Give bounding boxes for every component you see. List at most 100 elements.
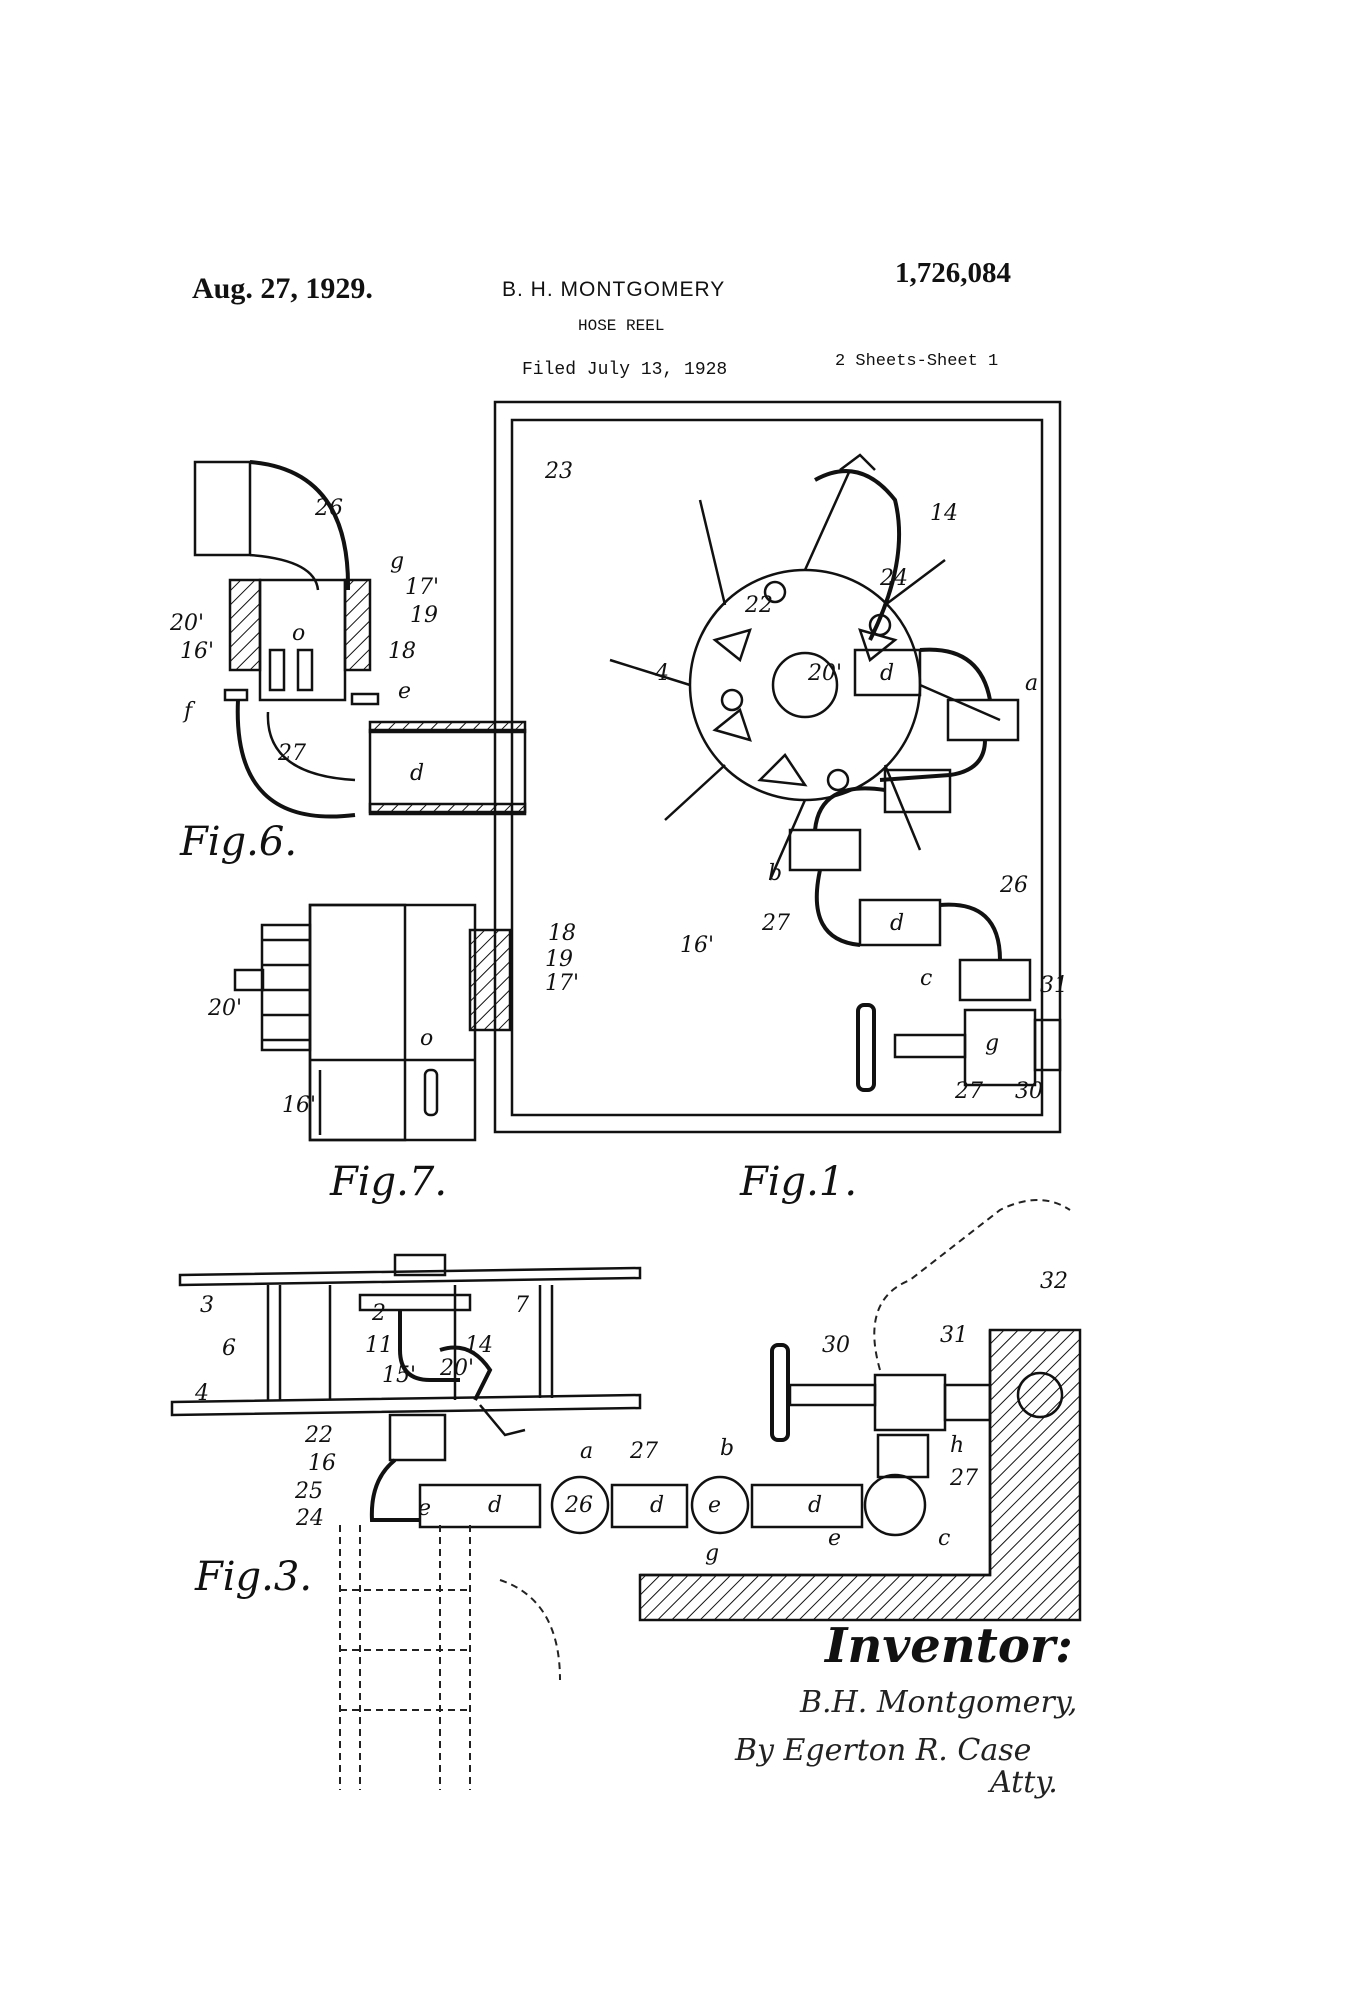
fig1-caption: Fig.1.	[739, 1159, 857, 1205]
fig6-pipe-wall-top	[368, 720, 527, 734]
fig1-label: 27	[954, 1079, 983, 1104]
fig1-label: 20'	[807, 661, 842, 686]
figure-6: 26 g 17' 20' 19 16' 18 o e f 27 d Fig.6.	[169, 460, 527, 865]
fig3-label: e	[828, 1526, 841, 1551]
fig1-label: b	[768, 861, 782, 886]
fig3-label: 4	[194, 1381, 209, 1406]
fig3-label: h	[950, 1433, 964, 1458]
fig3-label: 22	[304, 1423, 333, 1448]
signature-by-line: By Egerton R. Case	[734, 1733, 1031, 1768]
fig1-label: d	[880, 661, 894, 686]
fig3-pipe-31	[943, 1383, 992, 1422]
fig6-pipe-d	[368, 728, 527, 814]
fig6-port-o-2	[296, 648, 314, 692]
fig1-coupling-a	[946, 698, 1020, 742]
fig1-pipe-d-upper	[853, 648, 922, 697]
fig3-label: 2	[371, 1301, 386, 1326]
patent-number: 1,726,084	[895, 257, 1011, 289]
fig3-label: 31	[940, 1323, 968, 1348]
fig1-labels: 23 14 24 22 20' d a 4 b 16' 27 d 26 c 31…	[544, 459, 1068, 1104]
fig7-threads	[310, 1058, 475, 1135]
fig3-label: 30	[822, 1333, 850, 1358]
fig3-label: 11	[365, 1333, 393, 1358]
fig3-joint-b	[690, 1475, 750, 1535]
fig3-reel-flange-bottom-4	[170, 1393, 642, 1417]
figure-1: 23 14 24 22 20' d a 4 b 16' 27 d 26 c 31…	[493, 400, 1068, 1205]
fig3-label: e	[708, 1493, 721, 1518]
fig1-cabinet-outer	[493, 400, 1062, 1134]
fig1-cabinet-inner	[510, 418, 1044, 1117]
fig6-elbow-26-inner	[249, 553, 320, 591]
fig6-label: e	[398, 679, 411, 704]
fig3-nut-22	[388, 1413, 447, 1462]
fig6-label: 26	[314, 496, 343, 521]
fig6-set-screw-e	[350, 692, 380, 706]
fig1-label: g	[985, 1031, 999, 1056]
fig3-valve-30	[873, 1373, 947, 1432]
fig3-swivel-11	[398, 1310, 460, 1382]
fig1-label: 4	[654, 661, 669, 686]
fig6-label: 16'	[180, 639, 214, 664]
fig3-dashed-stand	[339, 1525, 561, 1790]
fig3-pipe-d-2	[610, 1483, 689, 1529]
fig3-label: b	[720, 1436, 734, 1461]
fig1-valve-handwheel	[856, 1003, 876, 1092]
fig3-label: g	[705, 1541, 719, 1566]
fig1-coupling-b	[788, 828, 862, 872]
fig6-packing-left	[228, 578, 262, 672]
fig3-label: 27	[949, 1466, 978, 1491]
fig3-pipe-14	[439, 1345, 493, 1401]
fig3-label: 15'	[382, 1363, 416, 1388]
fig1-pipe-d-lower	[858, 898, 942, 947]
fig7-label: 16'	[282, 1093, 316, 1118]
fig1-swivel-pipe-14	[814, 469, 902, 641]
fig3-label: 14	[465, 1333, 493, 1358]
fig3-label: 27	[629, 1439, 658, 1464]
fig3-label: 24	[295, 1506, 324, 1531]
fig1-elbow-upper	[919, 647, 992, 701]
fig3-coupling-h	[876, 1433, 930, 1479]
fig3-label: d	[488, 1493, 502, 1518]
fig3-label: d	[808, 1493, 822, 1518]
fig6-label: 19	[410, 603, 438, 628]
fig3-label: d	[650, 1493, 664, 1518]
fig6-label: o	[292, 621, 305, 646]
fig1-label: d	[890, 911, 904, 936]
fig3-label: 20'	[439, 1356, 474, 1381]
signature-atty: Atty.	[987, 1765, 1058, 1800]
fig3-label: 6	[222, 1336, 236, 1361]
fig1-label: 23	[544, 459, 573, 484]
fig3-elbow-24	[369, 1458, 420, 1522]
fig7-caption: Fig.7.	[329, 1159, 447, 1205]
fig3-label: 7	[515, 1293, 529, 1318]
fig6-pipe-wall-bottom	[368, 802, 527, 816]
fig3-label: 3	[200, 1293, 214, 1318]
fig3-label: 16	[308, 1451, 336, 1476]
fig7-body	[308, 903, 477, 1142]
fig1-elbow-27	[814, 869, 861, 947]
fig1-label: 26	[999, 873, 1028, 898]
signature-name: B.H. Montgomery,	[799, 1685, 1077, 1720]
fig7-label: 18	[548, 921, 576, 946]
fig7-label: 20'	[207, 996, 242, 1021]
fig1-label: 24	[879, 566, 908, 591]
fig3-label: e	[418, 1496, 431, 1521]
fig1-label: 27	[761, 911, 790, 936]
fig3-dashed-pipe-alt	[873, 1199, 1071, 1371]
fig3-nozzle	[479, 1404, 526, 1437]
fig3-label: 25	[294, 1479, 323, 1504]
fig6-caption: Fig.6.	[179, 819, 297, 865]
fig1-pipe-middle	[883, 768, 952, 814]
fig3-label: a	[580, 1439, 593, 1464]
fig6-labels: 26 g 17' 20' 19 16' 18 o e f 27 d	[169, 496, 439, 786]
fig6-inlet-threads	[193, 460, 252, 557]
fig3-reel-bracket-2	[358, 1293, 472, 1312]
fig3-caption: Fig.3.	[194, 1554, 312, 1600]
fig3-wall-section	[638, 1328, 1082, 1622]
fig6-elbow-27-outer	[235, 699, 356, 819]
fig6-set-screw-f	[223, 688, 249, 702]
fig3-reel-drum-6	[266, 1285, 554, 1400]
fig6-label: g	[390, 549, 404, 574]
fig1-label: a	[1025, 671, 1038, 696]
